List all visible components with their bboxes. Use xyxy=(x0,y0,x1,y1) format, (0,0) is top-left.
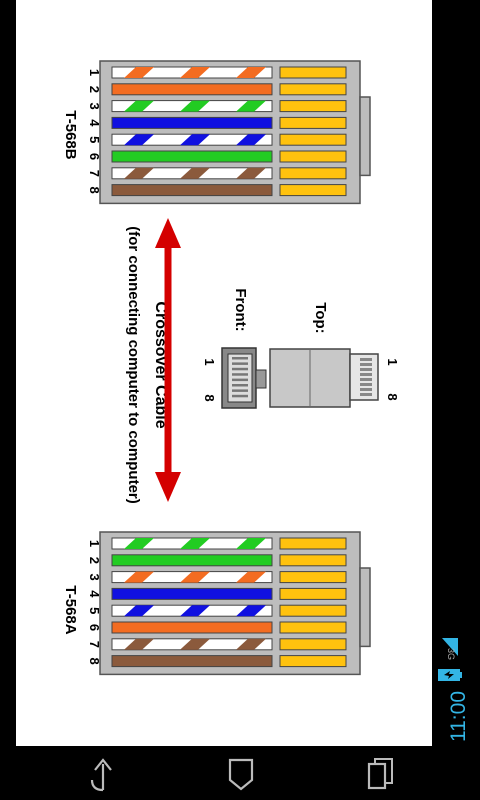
plug-front-view: Front: 1 8 xyxy=(202,288,267,409)
front-contact xyxy=(232,389,248,392)
top-pin-last: 8 xyxy=(385,393,400,400)
pin-number: 5 xyxy=(87,607,102,614)
gold-contact xyxy=(279,83,347,96)
wire-t568a-pin-5 xyxy=(111,604,347,617)
pin-number: 3 xyxy=(87,573,102,580)
plug-body xyxy=(99,60,361,205)
pin-number: 2 xyxy=(87,86,102,93)
wire-t568b-pin-1 xyxy=(111,66,347,79)
connector-t568a xyxy=(99,531,371,676)
status-clock: 11:00 xyxy=(447,691,470,742)
top-contact xyxy=(360,393,372,396)
top-contact xyxy=(360,383,372,386)
wire-t568a-pin-1 xyxy=(111,537,347,550)
gold-contact xyxy=(279,554,347,567)
front-contact xyxy=(232,378,248,382)
pin-number: 3 xyxy=(87,102,102,109)
signal-icon xyxy=(442,638,458,656)
wire-t568b-pin-8 xyxy=(111,184,347,197)
gold-contact xyxy=(279,655,347,668)
diagram-subtitle: (for connecting computer to computer) xyxy=(125,226,142,504)
front-contact xyxy=(232,362,248,365)
top-contact xyxy=(360,363,372,366)
plug-top-view: Top: 1 8 xyxy=(269,302,400,408)
battery-charging-icon xyxy=(438,669,462,681)
top-view-label: Top: xyxy=(312,302,329,333)
gold-contact xyxy=(279,133,347,146)
crossover-arrow xyxy=(155,218,181,502)
wire-t568b-pin-7 xyxy=(111,167,347,180)
home-icon[interactable] xyxy=(226,756,256,792)
wire-t568a-pin-3 xyxy=(111,571,347,584)
wire-t568a-pin-7 xyxy=(111,638,347,651)
wire-t568b-pin-2 xyxy=(111,83,347,96)
pin-number: 8 xyxy=(87,657,102,664)
pin-numbers-t568b: 1 2 3 4 5 6 7 8 xyxy=(87,69,102,194)
connector-t568b xyxy=(99,60,371,205)
gold-contact xyxy=(279,116,347,129)
pin-number: 1 xyxy=(87,540,102,547)
recent-apps-icon[interactable] xyxy=(366,756,396,792)
front-pin-first: 1 xyxy=(202,358,217,365)
wire-t568a-pin-8 xyxy=(111,655,347,668)
pin-number: 7 xyxy=(87,170,102,177)
front-contact xyxy=(232,384,248,387)
gold-contact xyxy=(279,587,347,600)
wire-t568b-pin-3 xyxy=(111,100,347,113)
t568a-label: T-568A xyxy=(62,585,79,634)
gold-contact xyxy=(279,621,347,634)
pin-numbers-t568a: 1 2 3 4 5 6 7 8 xyxy=(87,540,102,665)
wire-t568a-pin-6 xyxy=(111,621,347,634)
pin-number: 1 xyxy=(87,69,102,76)
plug-body xyxy=(99,531,361,676)
top-contact xyxy=(360,388,372,391)
pin-number: 2 xyxy=(87,557,102,564)
top-pin-first: 1 xyxy=(385,358,400,365)
wire-t568b-pin-5 xyxy=(111,133,347,146)
network-type: 3G xyxy=(446,648,456,661)
gold-contact xyxy=(279,167,347,180)
top-contact xyxy=(360,368,372,371)
back-icon[interactable] xyxy=(88,756,118,792)
front-pin-last: 8 xyxy=(202,394,217,401)
gold-contact xyxy=(279,150,347,163)
pin-number: 4 xyxy=(87,590,102,598)
navigation-bar xyxy=(0,746,480,800)
wire-t568a-pin-4 xyxy=(111,587,347,600)
gold-contact xyxy=(279,571,347,584)
wire-t568b-pin-4 xyxy=(111,116,347,129)
pin-number: 5 xyxy=(87,136,102,143)
gold-contact xyxy=(279,604,347,617)
plug-latch xyxy=(359,567,371,648)
pin-number: 6 xyxy=(87,624,102,631)
gold-contact xyxy=(279,184,347,197)
front-view-label: Front: xyxy=(232,288,249,331)
gold-contact xyxy=(279,537,347,550)
t568b-label: T-568B xyxy=(62,110,79,159)
pin-number: 7 xyxy=(87,641,102,648)
pin-number: 4 xyxy=(87,119,102,127)
front-contact xyxy=(232,357,248,360)
pin-number: 8 xyxy=(87,186,102,193)
plug-latch xyxy=(359,96,371,177)
gold-contact xyxy=(279,638,347,651)
front-contact xyxy=(232,373,248,376)
wire-t568b-pin-6 xyxy=(111,150,347,163)
gold-contact xyxy=(279,66,347,79)
pin-number: 6 xyxy=(87,153,102,160)
wire-t568a-pin-2 xyxy=(111,554,347,567)
status-bar xyxy=(432,0,480,746)
front-contact xyxy=(232,367,248,371)
gold-contact xyxy=(279,100,347,113)
top-contact xyxy=(360,378,372,381)
top-contact xyxy=(360,373,372,376)
front-contact xyxy=(232,394,248,398)
top-contact xyxy=(360,358,372,361)
